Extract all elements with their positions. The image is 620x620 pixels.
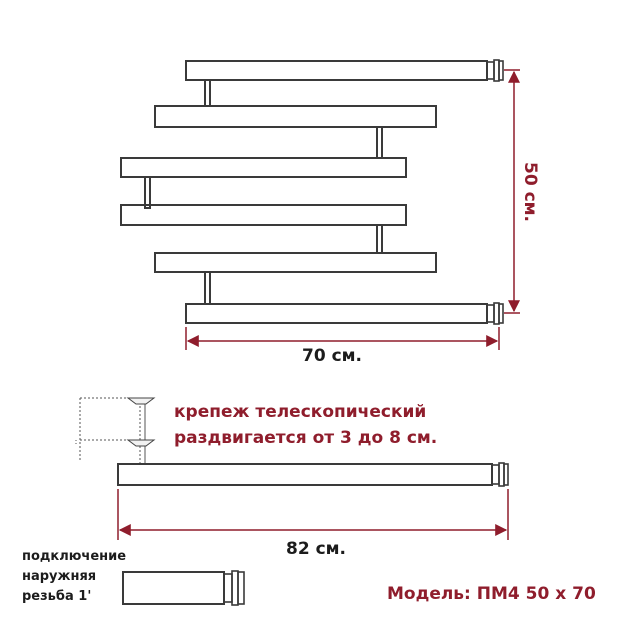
rail-bar-6: [185, 303, 488, 324]
thread-cap-bottom: [486, 302, 504, 325]
mount-note-line-1: крепеж телескопический: [174, 402, 427, 422]
rail-bar-3: [120, 157, 407, 178]
connector-post: [204, 79, 211, 107]
rail-bar-5: [154, 252, 437, 273]
connection-note-line-3: резьба 1': [22, 589, 92, 604]
thread-cap-top: [486, 59, 504, 82]
mount-flange-top: [126, 397, 156, 405]
connection-note-line-1: подключение: [22, 549, 127, 564]
total-width-dimension: [117, 489, 509, 540]
mount-flange-bottom: [126, 439, 156, 447]
connector-post: [204, 271, 211, 305]
connector-post: [376, 224, 383, 254]
mount-detail: [75, 397, 156, 464]
connector-post: [376, 126, 383, 159]
mount-note-line-2: раздвигается от 3 до 8 см.: [174, 428, 438, 448]
height-dimension: [504, 69, 520, 314]
height-label: 50 см.: [520, 161, 541, 223]
rail-bar-4: [120, 204, 407, 226]
width-label: 70 см.: [302, 346, 363, 366]
rail-bar-2: [154, 105, 437, 128]
side-view-bar: [117, 462, 509, 487]
connection-detail: [122, 570, 245, 606]
total-width-label: 82 см.: [286, 539, 347, 559]
rail-bar-1: [185, 60, 488, 81]
front-view: [120, 59, 504, 325]
connection-note-line-2: наружняя: [22, 569, 97, 584]
model-label: Модель: ПМ4 50 х 70: [387, 584, 596, 604]
width-dimension: [185, 327, 500, 350]
connector-post: [144, 176, 151, 209]
